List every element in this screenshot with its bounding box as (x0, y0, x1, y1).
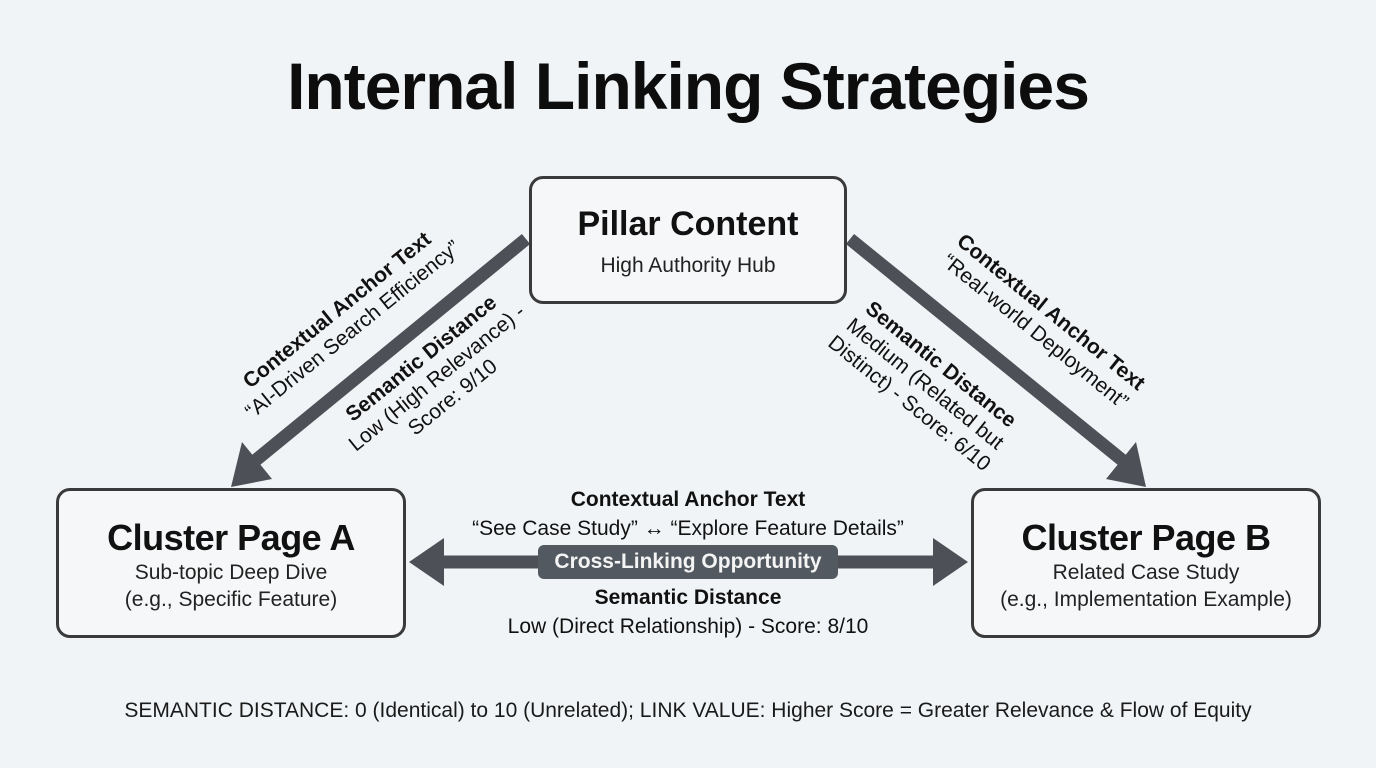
pillar-title: Pillar Content (577, 205, 799, 243)
diagram-title: Internal Linking Strategies (287, 49, 1090, 123)
anchor-heading-a-to-b: Contextual Anchor Text (570, 488, 806, 511)
distance-text-a-to-b: Low (Direct Relationship) - Score: 8/10 (507, 615, 869, 638)
pillar-content-node: Pillar Content High Authority Hub (529, 176, 847, 304)
anchor-text-a-to-b: “See Case Study” ↔ “Explore Feature Deta… (472, 517, 904, 540)
cross-linking-badge: Cross-Linking Opportunity (538, 545, 838, 579)
cluster-a-line2: (e.g., Specific Feature) (124, 588, 338, 611)
cluster-a-title: Cluster Page A (107, 517, 355, 558)
cluster-a-line1: Sub-topic Deep Dive (134, 561, 328, 584)
cluster-b-title: Cluster Page B (1021, 517, 1271, 558)
cluster-b-line2: (e.g., Implementation Example) (1000, 588, 1292, 611)
pillar-subtitle: High Authority Hub (600, 254, 776, 277)
arrow-pillar-to-cluster-b (845, 233, 1146, 487)
cluster-b-line1: Related Case Study (1052, 561, 1240, 584)
cluster-page-a-node: Cluster Page A Sub-topic Deep Dive (e.g.… (56, 488, 406, 638)
cluster-page-b-node: Cluster Page B Related Case Study (e.g.,… (971, 488, 1321, 638)
distance-heading-a-to-b: Semantic Distance (594, 586, 782, 609)
legend-footer: SEMANTIC DISTANCE: 0 (Identical) to 10 (… (124, 699, 1252, 722)
arrow-pillar-to-cluster-a (231, 233, 531, 487)
